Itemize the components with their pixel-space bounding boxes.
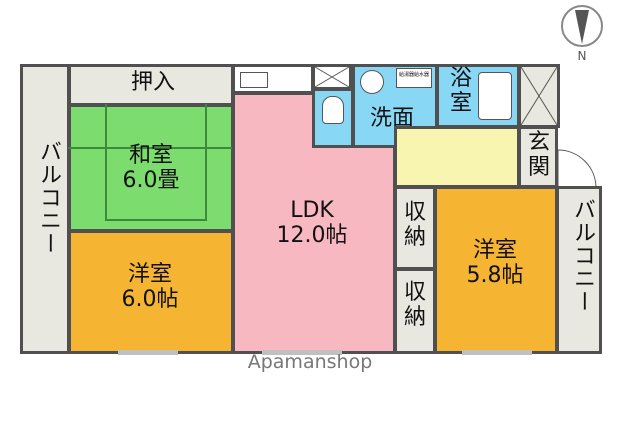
yoshitsu-right-label: 洋室 5.8帖 [466, 238, 524, 289]
window-bottom-left [118, 350, 178, 355]
genkan-room [518, 126, 558, 188]
genkan-label: 玄 関 [527, 130, 550, 181]
window-bottom-ldk [262, 350, 342, 355]
window-bottom-right [462, 350, 532, 355]
balcony-right-label: バルコニー [570, 198, 595, 313]
watermark-text: Apamanshop [247, 351, 373, 373]
shuno-lower-label: 収 納 [403, 280, 426, 331]
yoshitsu-left-label: 洋室 6.0帖 [121, 262, 179, 313]
ldk-label: LDK 12.0帖 [276, 198, 348, 249]
balcony-right [556, 186, 602, 354]
washitsu-label: 和室 6.0畳 [122, 143, 180, 194]
washbasin-icon [360, 70, 384, 94]
kitchen-sink-icon [240, 72, 268, 88]
balcony-left-label: バルコニー [36, 140, 61, 255]
bathtub-icon [478, 72, 512, 120]
compass-north-label: N [577, 49, 587, 63]
fixture-note-label: 給湯器給水器 [398, 72, 429, 78]
shuno-upper-label: 収 納 [403, 200, 426, 251]
water-heater-icon [396, 68, 432, 88]
toilet-icon [322, 96, 344, 124]
oshiire-label: 押入 [130, 70, 175, 95]
yoshitsu-right-room [434, 186, 558, 354]
yokushitsu-label: 浴 室 [449, 66, 472, 117]
